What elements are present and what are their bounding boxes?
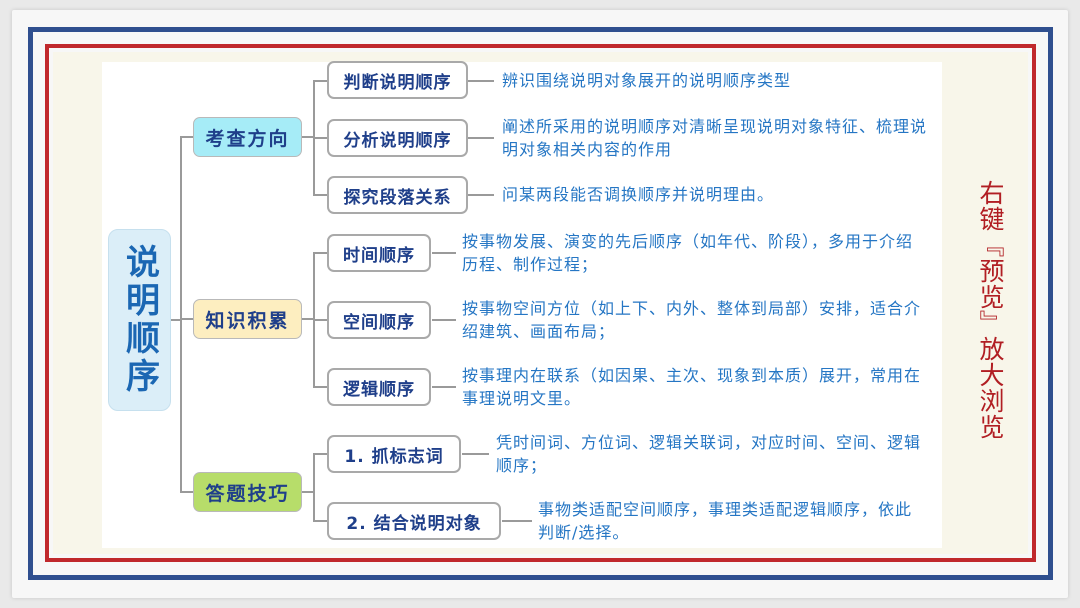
leaf-fenxi: 分析说明顺序 (327, 119, 468, 157)
desc-jiehe: 事物类适配空间顺序，事理类适配逻辑顺序，依此判断/选择。 (538, 500, 913, 542)
connector (502, 520, 532, 522)
branch-kaocha: 考查方向 (193, 117, 302, 157)
branch-jiqiao: 答题技巧 (193, 472, 302, 512)
leaf-jiehe: 2. 结合说明对象 (327, 502, 501, 540)
connector (468, 194, 494, 196)
leaf-tanjiu: 探究段落关系 (327, 176, 468, 214)
leaf-panduan: 判断说明顺序 (327, 61, 468, 99)
connector (313, 194, 327, 196)
connector (432, 319, 456, 321)
connector (180, 491, 193, 493)
branch-zhishi: 知识积累 (193, 299, 302, 339)
desc-fenxi: 阐述所采用的说明顺序对清晰呈现说明对象特征、梳理说明对象相关内容的作用 (502, 117, 928, 159)
connector (180, 136, 182, 493)
connector (313, 520, 327, 522)
leaf-luoji: 逻辑顺序 (327, 368, 431, 406)
desc-kongjian: 按事物空间方位（如上下、内外、整体到局部）安排，适合介绍建筑、画面布局； (462, 299, 922, 341)
root-node: 说明顺序 (108, 229, 171, 411)
root-label: 说明顺序 (119, 244, 160, 396)
leaf-zhua: 1. 抓标志词 (327, 435, 461, 473)
connector (302, 491, 314, 493)
connector (313, 453, 315, 521)
connector (180, 136, 193, 138)
connector (302, 318, 314, 320)
connector (302, 136, 314, 138)
connector (171, 319, 181, 321)
desc-tanjiu: 问某两段能否调换顺序并说明理由。 (502, 185, 775, 204)
connector (432, 386, 456, 388)
leaf-kongjian: 空间顺序 (327, 301, 431, 339)
connector (468, 80, 494, 82)
desc-luoji: 按事理内在联系（如因果、主次、现象到本质）展开，常用在事理说明文里。 (462, 366, 922, 408)
connector (468, 137, 494, 139)
connector (313, 137, 327, 139)
connector (180, 318, 193, 320)
outer-blue-border (28, 27, 1053, 580)
side-note: 右键『预览』放大浏览 (976, 180, 1005, 440)
connector (462, 453, 489, 455)
connector (313, 252, 327, 254)
connector (313, 319, 327, 321)
desc-panduan: 辨识围绕说明对象展开的说明顺序类型 (502, 71, 792, 90)
connector (313, 80, 327, 82)
connector (313, 453, 327, 455)
connector (432, 252, 456, 254)
inner-red-border (45, 44, 1036, 562)
connector (313, 386, 327, 388)
desc-zhua: 凭时间词、方位词、逻辑关联词，对应时间、空间、逻辑顺序； (496, 433, 922, 475)
desc-shijian: 按事物发展、演变的先后顺序（如年代、阶段），多用于介绍历程、制作过程； (462, 232, 914, 274)
leaf-shijian: 时间顺序 (327, 234, 431, 272)
